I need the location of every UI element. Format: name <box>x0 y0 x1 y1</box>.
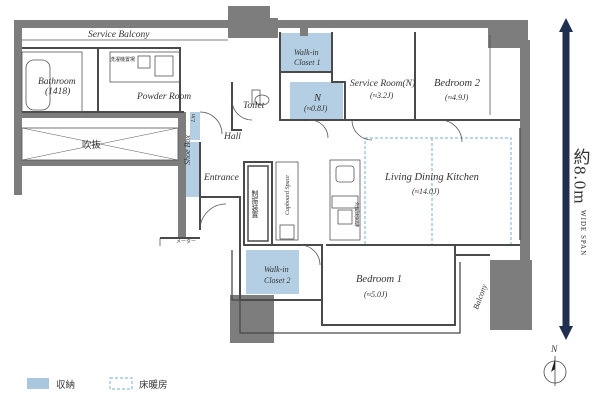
label-powder-room: Powder Room <box>136 92 191 102</box>
label-toilet: Toilet <box>243 101 265 111</box>
label-bedroom1: Bedroom 1 <box>356 274 402 285</box>
label-fukinuke: 吹抜 <box>82 139 102 151</box>
label-service-balcony: Service Balcony <box>88 30 150 40</box>
label-bedroom1-size: (≈5.0J) <box>364 290 388 299</box>
label-closet1-b: Closet 1 <box>294 58 320 67</box>
compass <box>543 356 567 386</box>
outer-walls <box>14 6 532 343</box>
storage-area-closet1 <box>281 33 331 72</box>
label-bathroom-size: (1418) <box>45 86 70 97</box>
label-span: 約8.0m <box>571 148 591 205</box>
label-service-room: Service Room(N) <box>350 78 415 89</box>
label-balcony: Balcony <box>471 283 489 311</box>
label-bedroom2: Bedroom 2 <box>434 78 481 89</box>
label-lin: Lin <box>191 114 197 123</box>
label-meter: メーター <box>176 238 196 245</box>
label-n-room: N <box>313 93 322 104</box>
wide-span-arrow <box>559 18 573 340</box>
legend-storage-swatch <box>27 378 49 389</box>
label-hall: Hall <box>223 132 241 142</box>
label-n-room-size: (≈0.8J) <box>304 104 328 113</box>
label-closet2-a: Walk-in <box>264 265 289 274</box>
label-service-room-size: (≈3.2J) <box>370 91 394 100</box>
legend-floor-heating-swatch <box>109 377 133 390</box>
label-cupboard-space: Cupboard Space <box>285 175 291 215</box>
storage-area-closet2 <box>246 250 299 294</box>
label-mechanical: 制振装置 <box>251 189 259 218</box>
bedroom1-outer-wall <box>231 250 461 334</box>
legend-floor-heating-label: 床暖房 <box>139 379 168 391</box>
label-ldk-size: (≈14.0J) <box>412 187 440 196</box>
label-ldk: Living Dining Kitchen <box>384 172 479 183</box>
label-shoe-box: Shoe Box <box>183 135 192 165</box>
label-wide-span: WIDE SPAN <box>579 210 587 256</box>
mechanical-box <box>247 165 269 242</box>
label-wash: 洗濯機置場 <box>110 56 135 63</box>
storage-area-misc <box>190 112 200 140</box>
label-entrance: Entrance <box>203 173 239 183</box>
fixtures <box>21 35 521 320</box>
storage-area-n <box>290 82 343 120</box>
legend-storage-label: 収納 <box>56 379 75 391</box>
label-fridge: 冷蔵庫置場 <box>354 201 360 228</box>
storage-area-shoebox <box>185 142 199 197</box>
label-north: N <box>550 345 558 355</box>
label-bedroom2-size: (≈4.9J) <box>445 93 469 102</box>
label-closet1-a: Walk-in <box>294 48 319 57</box>
label-closet2-b: Closet 2 <box>264 276 290 285</box>
label-bathroom: Bathroom <box>38 77 76 87</box>
